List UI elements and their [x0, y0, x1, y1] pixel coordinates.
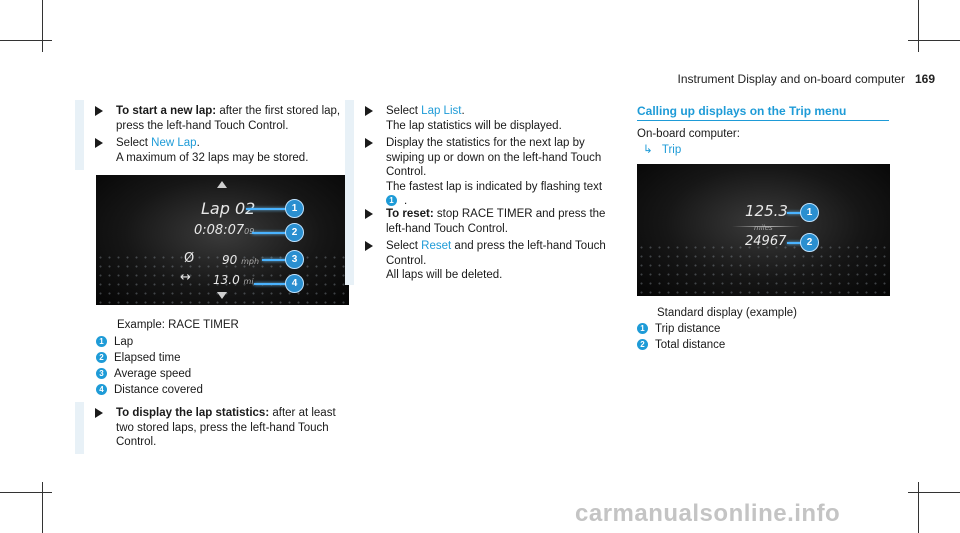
- distance-symbol: ↔: [180, 270, 191, 285]
- trip-menu-link[interactable]: Trip: [661, 144, 682, 156]
- trip-distance: 125.3: [745, 202, 788, 220]
- step-start-new-lap: To start a new lap: after the first stor…: [75, 100, 346, 138]
- crop-mark: [0, 40, 52, 41]
- arrow-icon: [95, 106, 103, 116]
- up-arrow-icon: [217, 181, 227, 188]
- new-lap-link[interactable]: New Lap: [151, 137, 197, 149]
- page-header: Instrument Display and on-board computer…: [610, 72, 935, 86]
- callout-2: 2: [285, 223, 304, 242]
- step-select-reset: Select Reset and press the left-hand Tou…: [345, 235, 611, 285]
- step-display-lap-statistics: To display the lap statistics: after at …: [75, 402, 346, 454]
- crop-mark: [908, 492, 960, 493]
- arrow-icon: [365, 138, 373, 148]
- crop-mark: [0, 492, 52, 493]
- total-distance: 24967: [745, 234, 787, 249]
- step-swipe-statistics: Display the statistics for the next lap …: [345, 132, 611, 212]
- page-number: 169: [914, 72, 935, 86]
- arrow-icon: [365, 106, 373, 116]
- callout-4: 4: [285, 274, 304, 293]
- arrow-icon: [365, 241, 373, 251]
- average-speed: 90 mph: [222, 253, 260, 267]
- average-symbol: Ø: [184, 251, 195, 266]
- caption-race-timer: Example: RACE TIMER: [117, 319, 239, 331]
- callout-3: 3: [285, 250, 304, 269]
- header-title: Instrument Display and on-board computer: [677, 72, 905, 86]
- reset-link[interactable]: Reset: [421, 240, 452, 252]
- lap-list-link[interactable]: Lap List: [421, 105, 462, 117]
- step-reset: To reset: stop RACE TIMER and press the …: [345, 203, 611, 239]
- callout-1: 1: [800, 203, 819, 222]
- menu-path: ↳ Trip: [643, 142, 681, 156]
- race-timer-display: Lap 02 0:08:0709 Ø 90 mph ↔ 13.0 mi 1 2 …: [96, 175, 349, 305]
- section-rule: [637, 120, 889, 121]
- step-select-lap-list: Select Lap List.The lap statistics will …: [345, 100, 611, 136]
- crop-mark: [918, 0, 919, 52]
- arrow-icon: [95, 408, 103, 418]
- watermark: carmanualsonline.info: [575, 500, 841, 527]
- callout-2: 2: [800, 233, 819, 252]
- crop-mark: [918, 482, 919, 533]
- caption-trip: Standard display (example): [657, 307, 797, 319]
- lap-label: Lap 02: [201, 199, 256, 218]
- arrow-icon: [95, 138, 103, 148]
- crop-mark: [908, 40, 960, 41]
- menu-path-arrow-icon: ↳: [643, 144, 653, 156]
- unit-divider: [732, 226, 800, 227]
- arrow-icon: [365, 209, 373, 219]
- down-arrow-icon: [217, 292, 227, 299]
- section-title: Calling up displays on the Trip menu: [637, 104, 847, 118]
- elapsed-time: 0:08:0709: [194, 223, 255, 238]
- distance-covered: 13.0 mi: [213, 273, 254, 287]
- crop-mark: [42, 0, 43, 52]
- onboard-intro: On-board computer:: [637, 128, 740, 140]
- step-select-new-lap: Select New Lap.A maximum of 32 laps may …: [75, 132, 346, 170]
- unit-label: miles: [754, 224, 773, 232]
- crop-mark: [42, 482, 43, 533]
- trip-display: 125.3 miles 24967 1 2: [637, 164, 890, 296]
- callout-1: 1: [285, 199, 304, 218]
